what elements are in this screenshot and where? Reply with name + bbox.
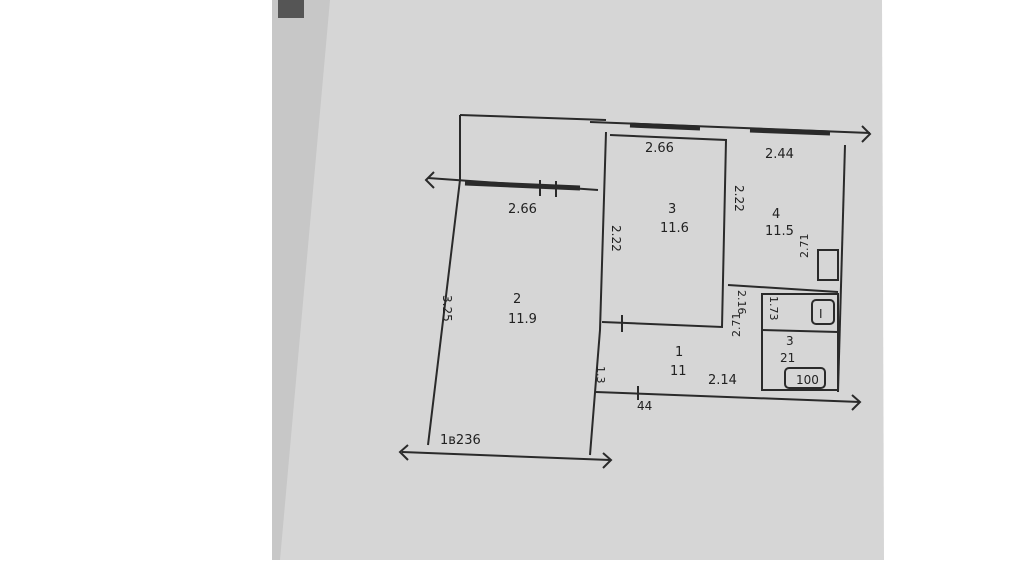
room1-number: 1 [675,345,683,360]
wall-room3 [601,134,728,329]
stove [817,249,839,281]
room4-number: 4 [772,207,780,222]
dim-wc-side: 2.71 [730,313,743,338]
dim-bottom-small: 44 [637,399,652,413]
bathtub [784,367,826,389]
room-bath-number: 3 [786,334,794,348]
dim-room4-height: 2.22 [732,185,746,212]
room1-area: 11 [670,364,687,379]
dim-top-right: 2.44 [765,147,794,162]
dim-top-middle: 2.66 [645,141,674,156]
wall-room4-right [837,144,846,393]
toilet [811,299,835,325]
window-room3 [629,122,701,131]
toilet-label: I [819,307,823,321]
dim-kitchen-side: 2.71 [798,234,811,259]
paper-shadow-edge [272,0,330,560]
dim-bottom-left: 1в236 [440,433,481,448]
paper-corner-mark [278,0,304,18]
dim-bath-top: 1.73 [767,296,780,321]
wall-top-left [459,114,607,121]
window-room2 [464,180,581,191]
room4-area: 11.5 [765,224,794,239]
wall-room2-right [589,131,607,456]
arrow-right-top [861,125,872,143]
window-room4 [749,127,831,136]
dim-bath-side: 2.16 [735,290,748,315]
room3-area: 11.6 [660,221,689,236]
floor-plan [398,114,872,469]
dim-hall-width: 2.14 [708,373,737,388]
wall-bathroom [761,293,839,391]
wall-bath-divider [761,329,839,333]
arrow-left [424,171,435,189]
arrow-right-bottom [851,394,862,411]
room3-number: 3 [668,202,676,217]
wall-room2-bottom [401,451,611,461]
plan-labels: 2.66 2.66 2.44 3 11.6 4 11.5 2 11.9 1 11… [440,141,823,448]
wall-room4-bottom [727,284,839,293]
room2-number: 2 [513,292,521,307]
room-bath-area: 21 [780,351,795,365]
dim-hall-left: 1.3 [594,366,607,384]
dim-top-left-window: 2.66 [508,202,537,217]
dim-room2-height: 3.25 [440,295,454,322]
bathtub-label: 100 [796,373,819,387]
arrow-bottom-right [602,452,613,469]
paper-sheet [272,0,884,560]
wall-hall-bottom [595,391,861,403]
room2-area: 11.9 [508,312,537,327]
dim-room3-height: 2.22 [609,225,623,252]
arrow-bottom-left [398,444,409,461]
